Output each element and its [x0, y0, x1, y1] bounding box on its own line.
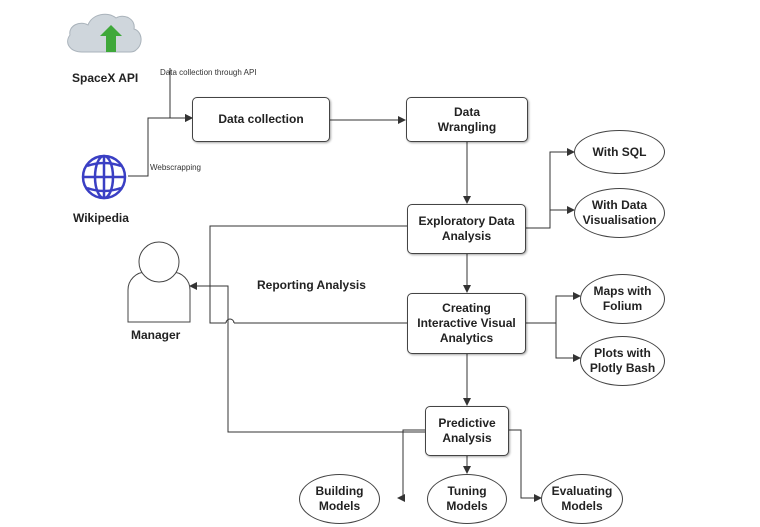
manager-label: Manager [131, 328, 181, 342]
maps-with-folium-oval: Maps with Folium [580, 274, 665, 324]
plots-with-plotly-oval: Plots with Plotly Bash [580, 336, 665, 386]
eda-box: Exploratory Data Analysis [407, 204, 526, 254]
building-models-oval: Building Models [299, 474, 380, 524]
interactive-visual-box: Creating Interactive Visual Analytics [407, 293, 526, 354]
reporting-analysis-label: Reporting Analysis [257, 278, 366, 292]
person-icon [127, 241, 191, 323]
wikipedia-label: Wikipedia [73, 211, 129, 225]
spacex-api-label: SpaceX API [72, 71, 139, 85]
with-data-visualisation-oval: With Data Visualisation [574, 188, 665, 238]
data-collection-box: Data collection [192, 97, 330, 142]
cloud-upload-icon [67, 13, 142, 53]
evaluating-models-oval: Evaluating Models [541, 474, 623, 524]
data-wrangling-box: Data Wrangling [406, 97, 528, 142]
tuning-models-oval: Tuning Models [427, 474, 507, 524]
with-sql-oval: With SQL [574, 130, 665, 174]
webscraping-note: Webscrapping [150, 163, 201, 172]
api-note: Data collection through API [160, 68, 257, 77]
globe-icon [81, 154, 127, 200]
predictive-analysis-box: Predictive Analysis [425, 406, 509, 456]
